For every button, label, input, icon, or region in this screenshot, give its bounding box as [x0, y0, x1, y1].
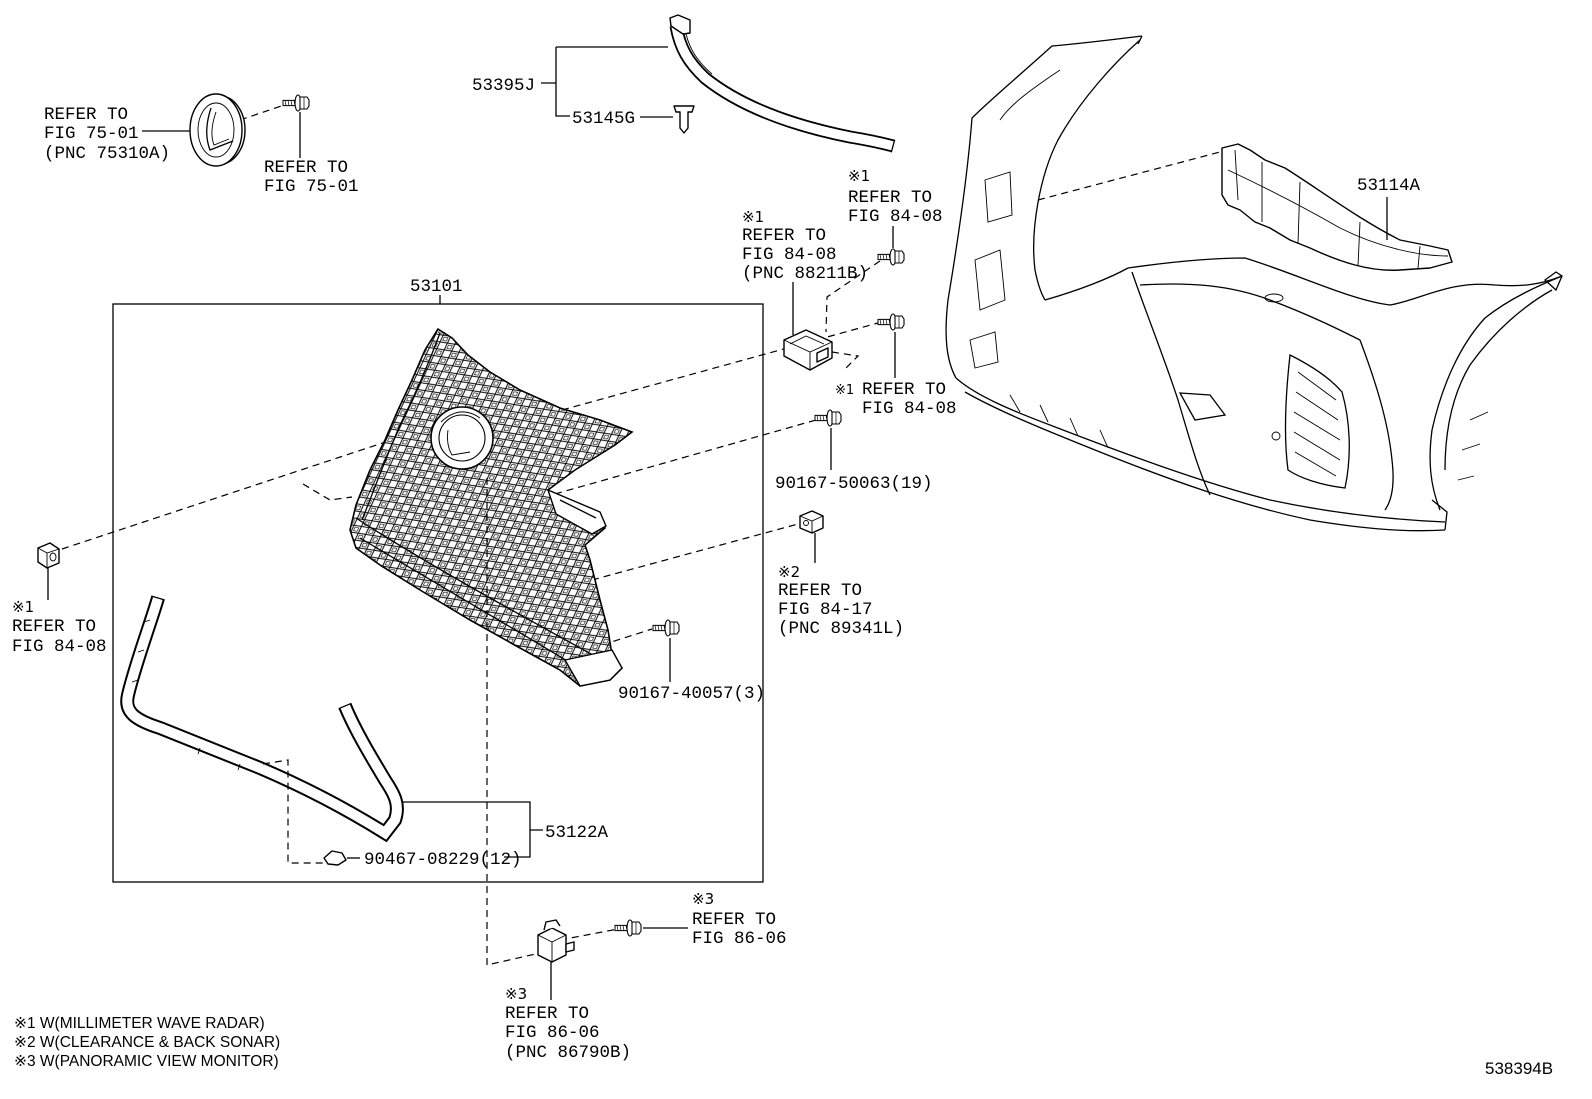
- part-number-53145G: 53145G: [572, 109, 635, 129]
- dashed-line-grille-left: [302, 483, 353, 501]
- upper-moulding-drawing: [669, 14, 896, 153]
- legend-note-3: ※3 W(PANORAMIC VIEW MONITOR): [14, 1053, 279, 1070]
- emblem-ref-pnc: (PNC 75310A): [44, 144, 170, 164]
- sonar-ref-pnc: (PNC 89341L): [778, 619, 904, 639]
- radar-bolt-upper-ref-line2: FIG 84-08: [848, 207, 943, 227]
- dashed-line-camera-bolt: [559, 928, 619, 941]
- left-nut-ref-mark: ※1: [12, 598, 34, 616]
- part-number-90467-08229: 90467-08229(12): [364, 850, 522, 870]
- dashed-line-radar-bracket: [831, 351, 860, 369]
- dashed-line-radar-bolt-lower: [561, 322, 879, 411]
- part-number-53101: 53101: [410, 277, 463, 297]
- dashed-line-left-nut: [61, 423, 441, 550]
- radar-bolt-lower-ref-line2: FIG 84-08: [862, 399, 957, 419]
- radar-bolt-lower-drawing: [877, 313, 905, 331]
- left-nut-ref-line2: FIG 84-08: [12, 637, 107, 657]
- radar-ref-mark: ※1: [742, 208, 764, 226]
- radar-bolt-upper-ref-mark: ※1: [848, 167, 870, 185]
- radar-ref-line2: FIG 84-08: [742, 245, 837, 265]
- radar-bolt-upper-drawing: [877, 248, 905, 266]
- radar-ref-pnc: (PNC 88211B): [742, 264, 868, 284]
- upper-moulding-clip-drawing: [673, 105, 695, 134]
- camera-ref-pnc: (PNC 86790B): [505, 1043, 631, 1063]
- radar-ref-line1: REFER TO: [742, 226, 826, 246]
- dashed-line-screw-a: [554, 419, 817, 495]
- dashed-line-retainer: [1037, 151, 1221, 201]
- left-nut-ref-line1: REFER TO: [12, 617, 96, 637]
- emblem-fastener-ref-line2: FIG 75-01: [264, 177, 359, 197]
- left-nut-drawing: [37, 542, 60, 569]
- front-bumper-drawing: [945, 35, 1563, 532]
- grille-drawing: [349, 327, 634, 687]
- dashed-line-moulding-clip: [262, 759, 326, 864]
- sonar-bracket-drawing: [799, 510, 824, 534]
- camera-bolt-ref-line1: REFER TO: [692, 910, 776, 930]
- screw-b-drawing: [652, 619, 680, 637]
- bracket-leader: [403, 801, 543, 858]
- radar-bolt-upper-ref-line1: REFER TO: [848, 188, 932, 208]
- camera-drawing: [537, 919, 575, 963]
- sonar-ref-line1: REFER TO: [778, 581, 862, 601]
- emblem-fastener-drawing: [282, 94, 310, 112]
- emblem-fastener-ref-line1: REFER TO: [264, 158, 348, 178]
- legend-note-2: ※2 W(CLEARANCE & BACK SONAR): [14, 1034, 280, 1051]
- camera-bolt-ref-line2: FIG 86-06: [692, 929, 787, 949]
- camera-ref-line2: FIG 86-06: [505, 1023, 600, 1043]
- legend-note-1: ※1 W(MILLIMETER WAVE RADAR): [14, 1015, 265, 1032]
- part-number-90167-40057: 90167-40057(3): [618, 684, 765, 704]
- emblem-drawing: [189, 93, 246, 167]
- dashed-line-radar-bolt-upper: [825, 260, 881, 333]
- camera-ref-line1: REFER TO: [505, 1004, 589, 1024]
- dashed-line-sonar: [591, 523, 799, 581]
- bracket-leader: [541, 46, 668, 117]
- lower-moulding-drawing: [120, 595, 404, 843]
- emblem-ref-line2: FIG 75-01: [44, 124, 139, 144]
- dashed-line-screw-b: [601, 628, 653, 646]
- part-number-53395J: 53395J: [472, 76, 535, 96]
- camera-ref-mark: ※3: [505, 985, 527, 1003]
- screw-a-drawing: [814, 409, 842, 427]
- assembly-lines: [61, 103, 1221, 941]
- moulding-clip-drawing: [323, 850, 347, 866]
- part-number-90167-50063: 90167-50063(19): [775, 474, 933, 494]
- emblem-ref-line1: REFER TO: [44, 105, 128, 125]
- camera-bolt-drawing: [614, 919, 642, 937]
- radar-bolt-lower-ref-line1: REFER TO: [862, 380, 946, 400]
- dashed-line-camera: [486, 478, 541, 966]
- sonar-ref-mark: ※2: [778, 563, 800, 581]
- radar-sensor-drawing: [783, 329, 833, 371]
- sonar-ref-line2: FIG 84-17: [778, 600, 873, 620]
- grille-assembly-box: [112, 303, 764, 883]
- bumper-retainer-drawing: [1221, 143, 1453, 271]
- radar-bolt-lower-ref-mark: ※1: [835, 383, 854, 398]
- part-number-53114A: 53114A: [1357, 176, 1421, 196]
- part-number-53122A: 53122A: [545, 823, 609, 843]
- dashed-line-emblem: [239, 103, 288, 121]
- camera-bolt-ref-mark: ※3: [692, 890, 714, 908]
- diagram-id: 538394B: [1485, 1059, 1553, 1078]
